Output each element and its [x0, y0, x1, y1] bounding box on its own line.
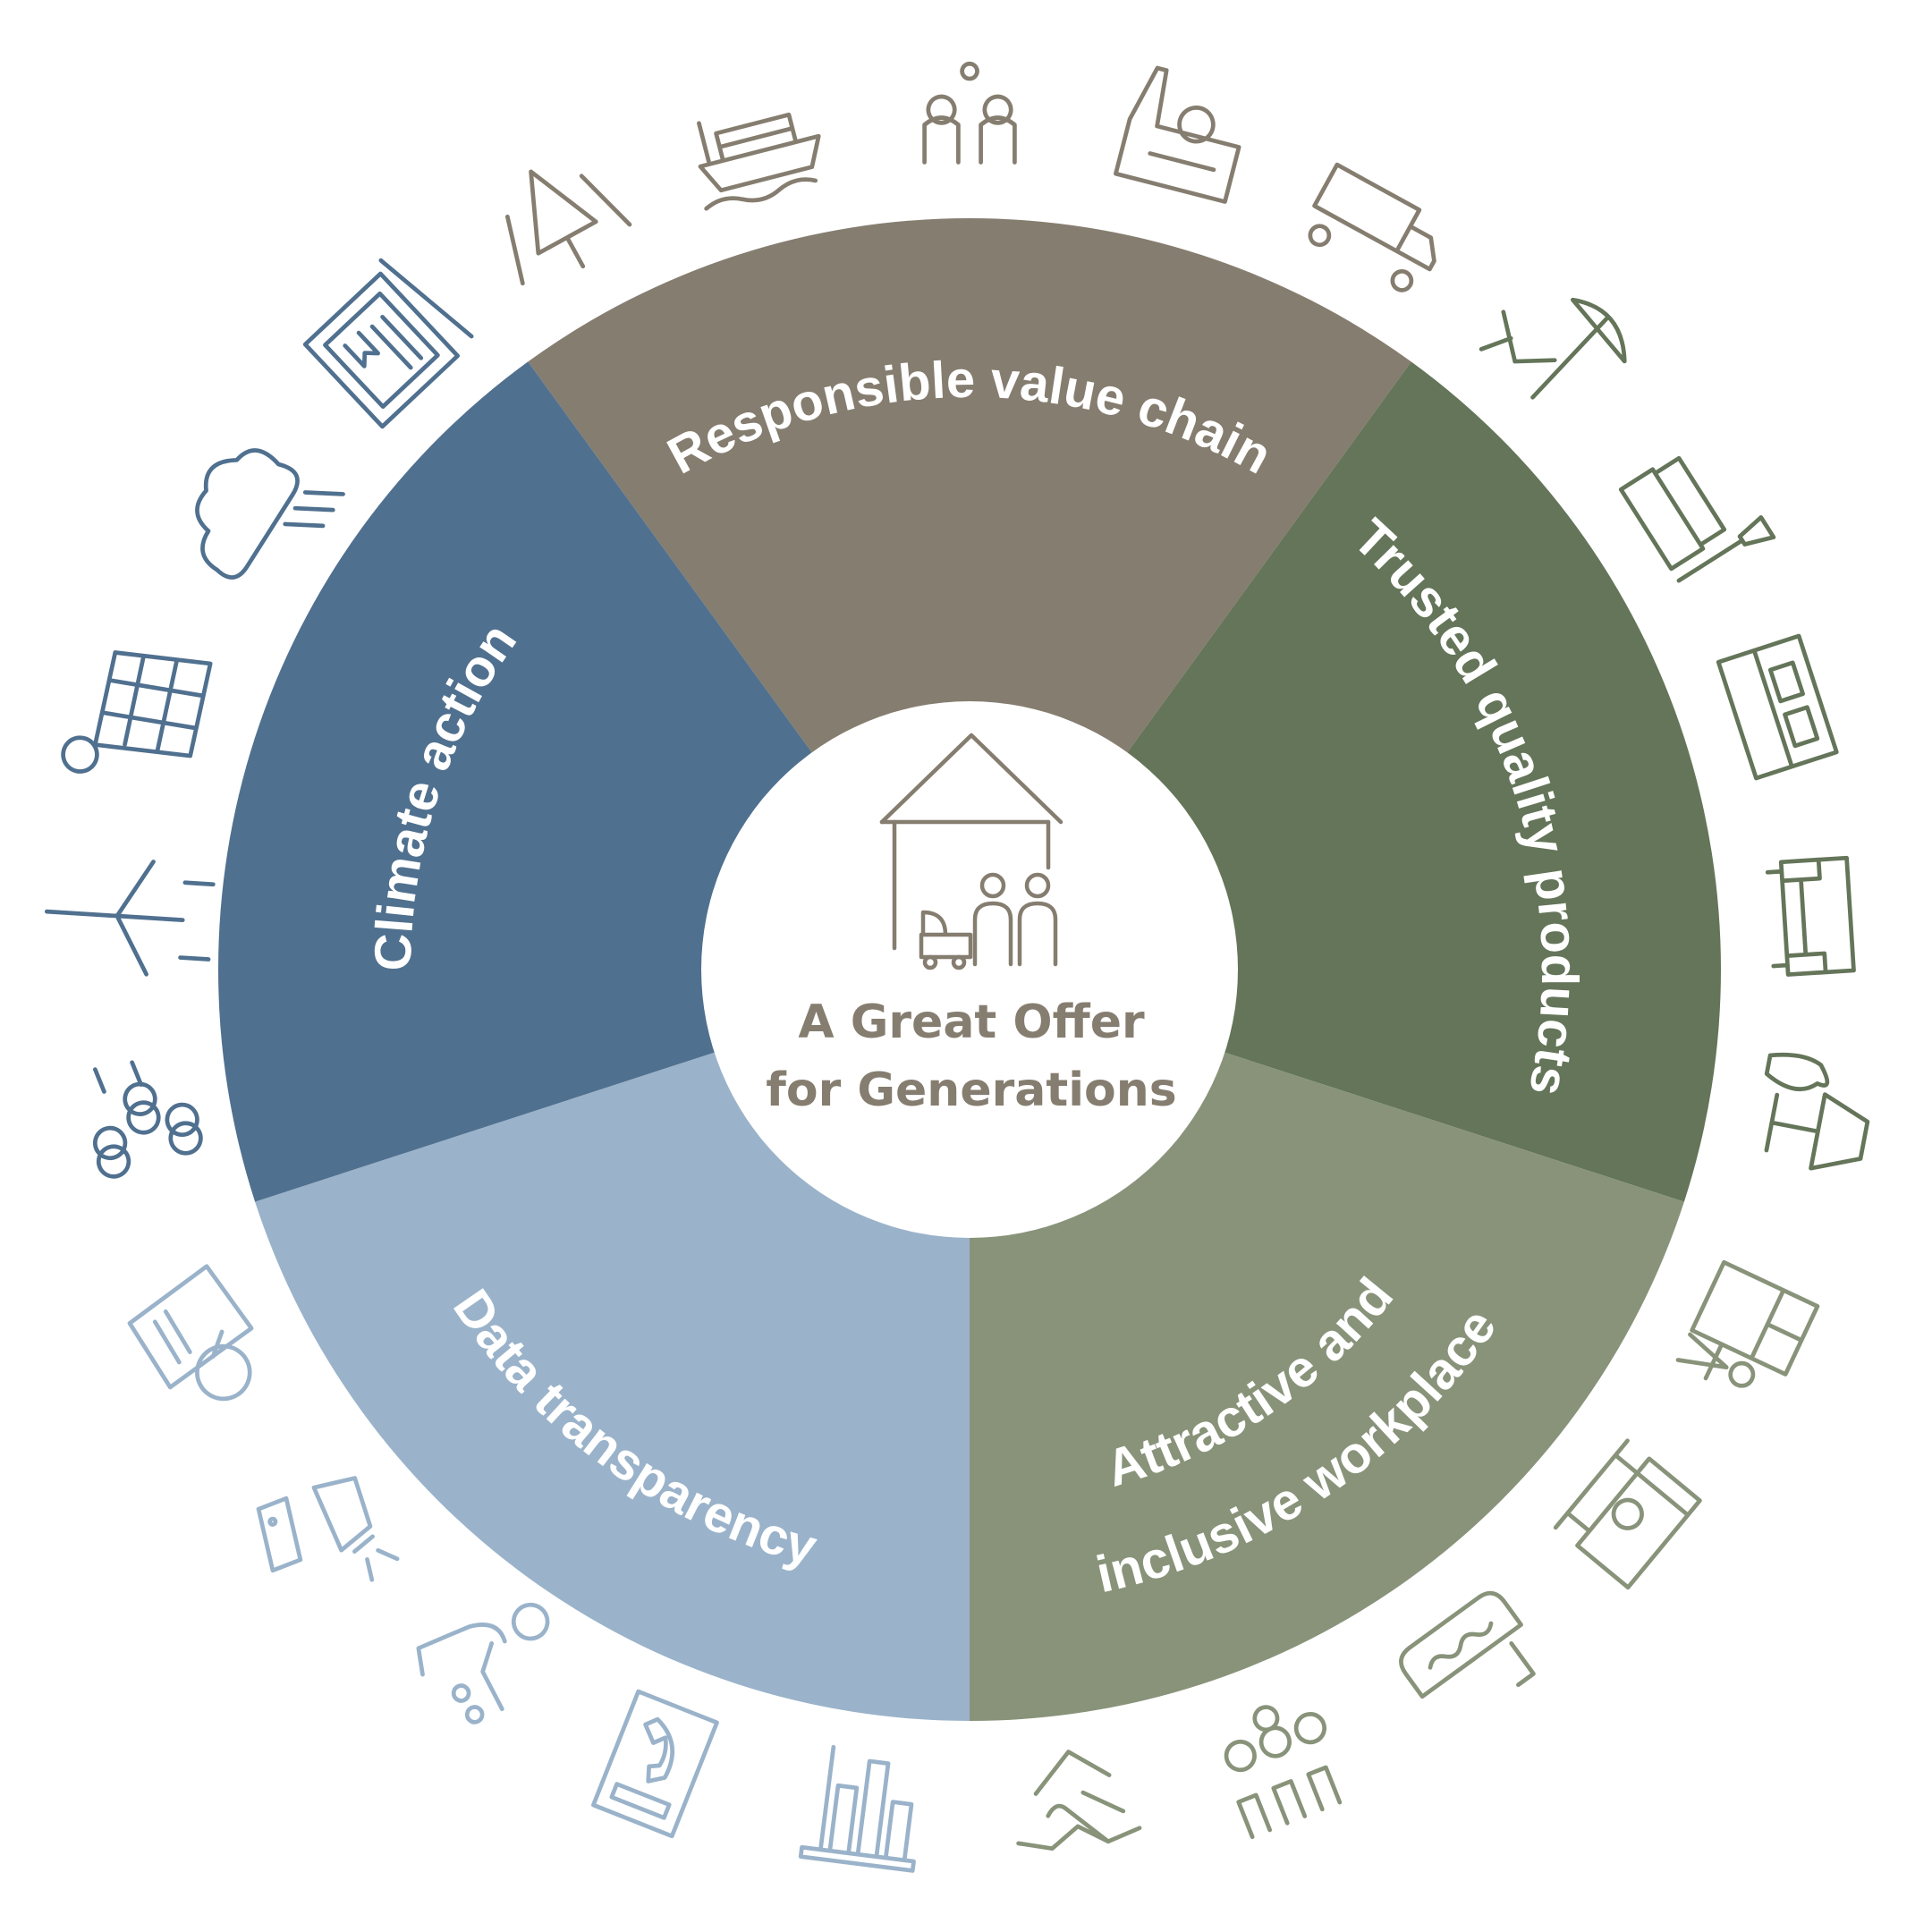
- handshake-icon: [1016, 1750, 1142, 1852]
- segment-responsible-value-chain: [528, 217, 1411, 970]
- bed-icon: [1716, 633, 1839, 781]
- newspaper-icon: [302, 258, 474, 429]
- flowers-icon: [92, 1060, 203, 1179]
- house-family-icon: [879, 733, 1063, 970]
- sofa-icon: [1765, 855, 1856, 977]
- center-title-line1: A Great Offer: [798, 996, 1145, 1049]
- solar-panel-icon: [61, 650, 213, 774]
- team-icon: [1224, 1705, 1343, 1840]
- document-search-icon: [127, 1264, 254, 1402]
- forest-icon: [504, 169, 632, 286]
- connection-icon: [416, 1602, 550, 1724]
- cloud-icon: [195, 448, 345, 580]
- people-trade-icon: [922, 61, 1017, 165]
- factory-icon: [1114, 65, 1241, 204]
- wind-turbine-icon: [44, 860, 216, 977]
- sofa-lamp-icon: [1618, 455, 1776, 583]
- bar-chart-icon: [798, 1744, 916, 1873]
- phone-icon: [591, 1689, 719, 1839]
- office-shelf-icon: [1675, 1259, 1820, 1388]
- cargo-ship-icon: [697, 112, 821, 211]
- outer-icon-ring: [44, 61, 1870, 1873]
- lamp-vase-icon: [1764, 1052, 1870, 1171]
- bathtub-icon: [1399, 1590, 1536, 1699]
- center-circle: [701, 701, 1238, 1238]
- megaphone-chat-icon: [256, 1476, 400, 1582]
- truck-icon: [1308, 162, 1436, 292]
- workshop-icon: [1553, 1438, 1702, 1590]
- beach-chair-icon: [1479, 297, 1627, 400]
- center-title-line2: for Generations: [766, 1063, 1176, 1117]
